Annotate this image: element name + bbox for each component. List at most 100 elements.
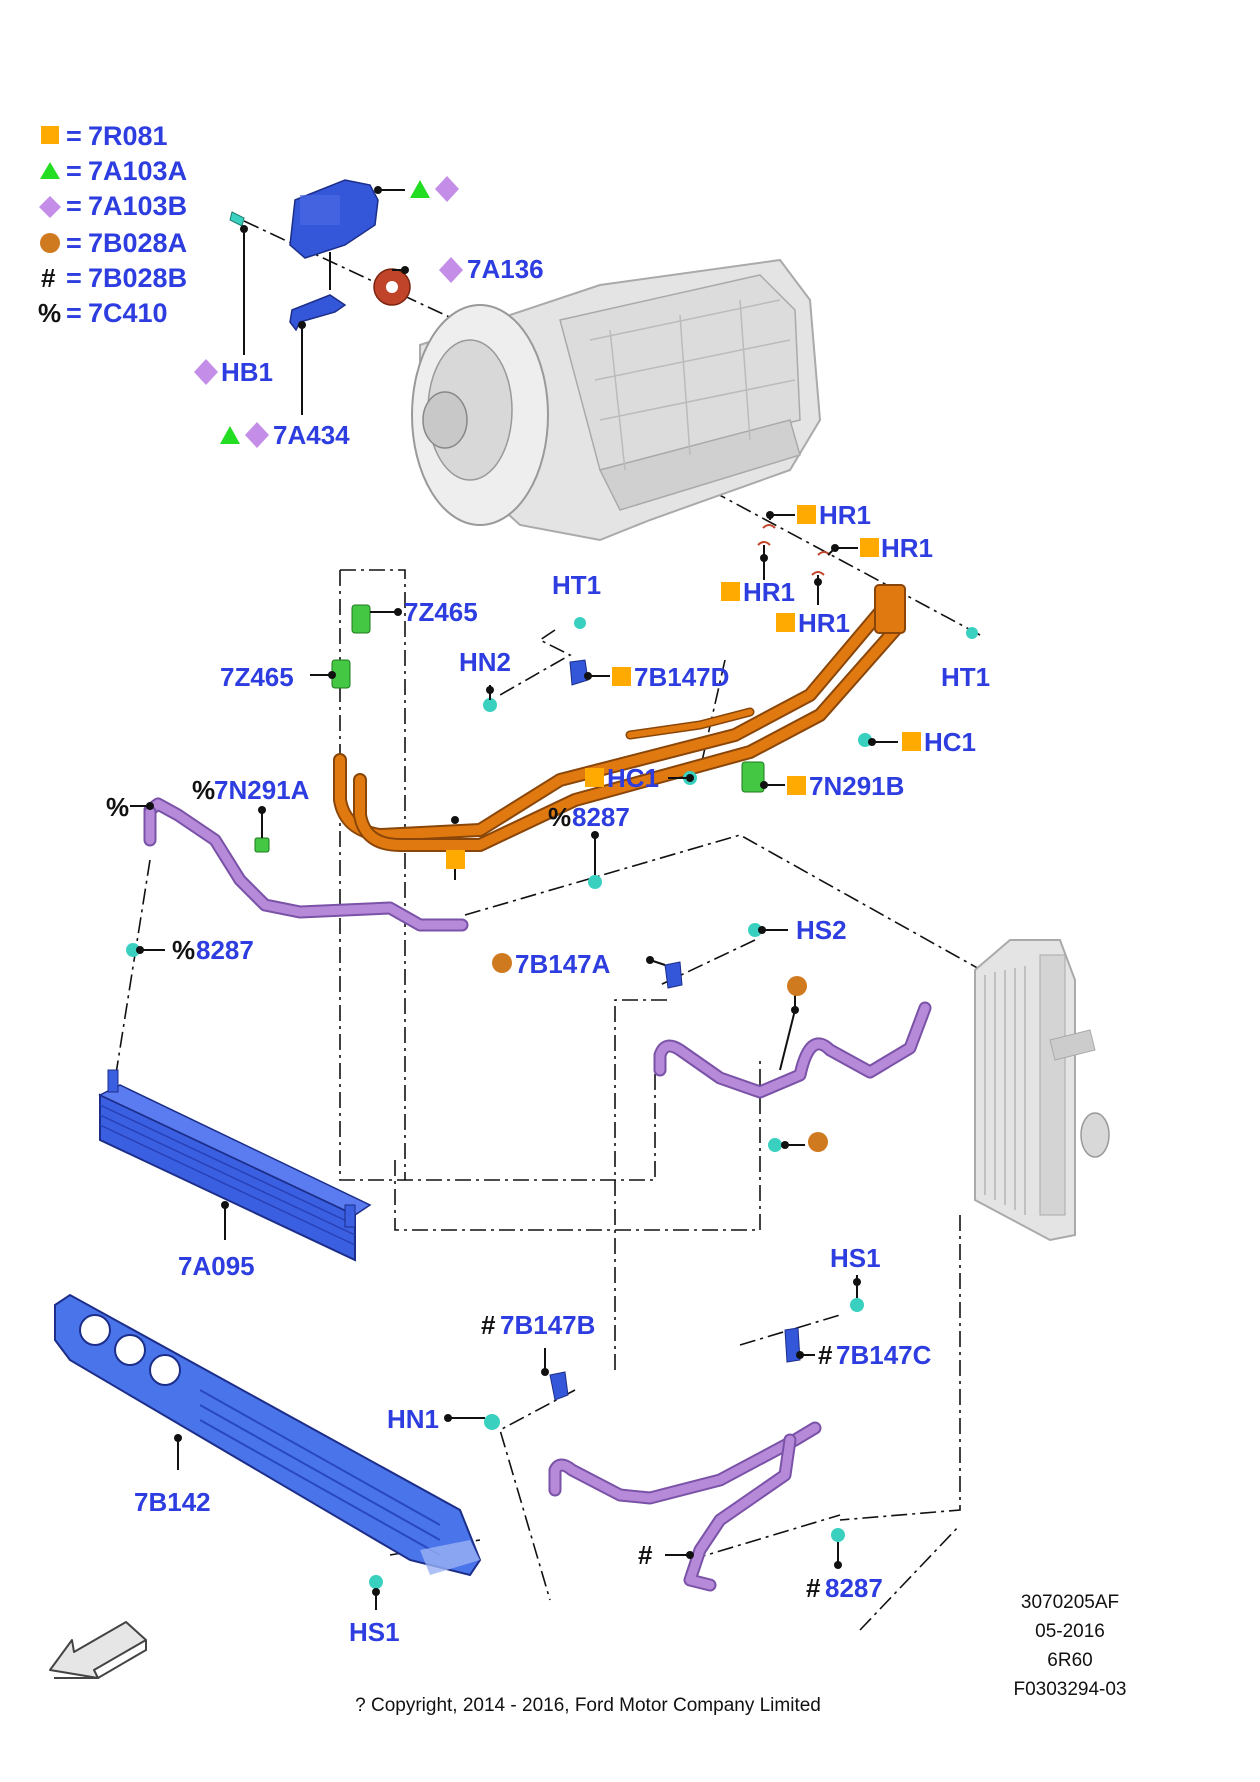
direction-arrow-icon [49,1621,147,1679]
purple-hoses [143,797,932,1592]
symbol-hash-a: # [481,1310,496,1340]
symbol-hash-d: # [806,1573,821,1603]
actuator-assembly [229,179,411,332]
hr1-clip-d [811,571,825,576]
clip-hn1 [484,1414,500,1430]
label-7a095: 7A095 [178,1251,255,1281]
info-model: 6R60 [1047,1650,1092,1671]
clip-ht1-b [966,627,978,639]
label-hr1-d: HR1 [798,608,850,638]
bracket-7n291a [254,837,270,853]
legend-code-7r081: 7R081 [88,121,168,151]
legend-eq-5: = [66,263,82,293]
clip-8287-b [126,943,140,957]
hr1-clip-a [762,524,776,529]
square-icon [787,776,806,795]
diamond-icon [245,422,269,448]
legend: = 7R081 = 7A103A = 7A103B = 7B028A # = 7… [38,121,187,328]
triangle-icon [40,162,60,179]
leader-dots [136,186,876,1596]
label-7z465-a: 7Z465 [404,597,478,627]
symbol-hash-c: # [638,1540,653,1570]
label-7n291b: 7N291B [809,771,904,801]
label-ht1-b: HT1 [941,662,990,692]
legend-symbol-hash: # [41,263,56,293]
triangle-icon [410,180,430,198]
symbol-percent-a: % [192,775,215,805]
square-icon [721,582,740,601]
legend-eq-1: = [66,121,82,151]
symbol-percent-d: % [172,935,195,965]
label-hr1-a: HR1 [819,500,871,530]
legend-code-7b028a: 7B028A [88,228,187,258]
bracket-7b147b [549,1371,569,1401]
clip-ht1-a [574,617,586,629]
symbol-percent-b: % [106,792,129,822]
orange-pipes [333,584,906,852]
label-7a136: 7A136 [467,254,544,284]
clip-8287-a [588,875,602,889]
clip-8287-c [831,1528,845,1542]
transmission-housing [411,258,822,542]
label-7b142: 7B142 [134,1487,211,1517]
circle-icon [808,1132,828,1152]
diamond-icon [39,196,61,218]
square-icon [585,768,604,787]
square-icon [797,505,816,524]
hr1-clip-c [757,541,771,546]
legend-eq-3: = [66,191,82,221]
copyright-text: ? Copyright, 2014 - 2016, Ford Motor Com… [355,1695,821,1716]
bracket-7b147d [569,659,589,686]
label-8287-a: 8287 [572,802,630,832]
legend-code-7a103b: 7A103B [88,191,187,221]
label-7n291a: 7N291A [214,775,310,805]
diamond-icon [439,257,463,283]
label-hs1-b: HS1 [349,1617,400,1647]
square-icon [776,613,795,632]
label-hr1-c: HR1 [743,577,795,607]
label-8287-b: 8287 [196,935,254,965]
circle-icon [40,233,60,253]
label-hn2: HN2 [459,647,511,677]
circle-icon [787,976,807,996]
label-hr1-b: HR1 [881,533,933,563]
label-hc1-a: HC1 [924,727,976,757]
symbol-hash-b: # [818,1340,833,1370]
legend-eq-4: = [66,228,82,258]
bracket-7b147c [784,1327,801,1363]
label-7z465-b: 7Z465 [220,662,294,692]
label-hb1: HB1 [221,357,273,387]
symbol-percent-c: % [548,802,571,832]
diamond-icon [435,176,459,202]
clip-hn2 [483,698,497,712]
bracket-7z465-a [351,604,371,634]
deflector-shield [54,1293,482,1577]
legend-eq-2: = [66,156,82,186]
label-hs1-a: HS1 [830,1243,881,1273]
triangle-icon [220,426,240,444]
legend-eq-6: = [66,298,82,328]
clip-hs1-a [850,1298,864,1312]
info-date: 05-2016 [1035,1621,1105,1642]
circle-icon [492,953,512,973]
clips [126,524,978,1589]
radiator [974,939,1110,1242]
legend-code-7a103a: 7A103A [88,156,187,186]
label-8287-c: 8287 [825,1573,883,1603]
info-doc-number: 3070205AF [1021,1592,1119,1613]
callout-symbols [194,176,921,1152]
square-icon [612,667,631,686]
bracket-7b147a [664,961,683,989]
clip-hs2 [748,923,762,937]
info-figure-id: F0303294-03 [1013,1679,1126,1700]
label-7b147a: 7B147A [515,949,611,979]
square-icon [446,850,465,869]
label-hn1: HN1 [387,1404,439,1434]
oil-cooler [98,1069,372,1262]
bracket-7n291b [741,761,765,793]
label-hc1-b: HC1 [607,763,659,793]
label-ht1-a: HT1 [552,570,601,600]
clip-hs1-b [369,1575,383,1589]
square-icon [902,732,921,751]
